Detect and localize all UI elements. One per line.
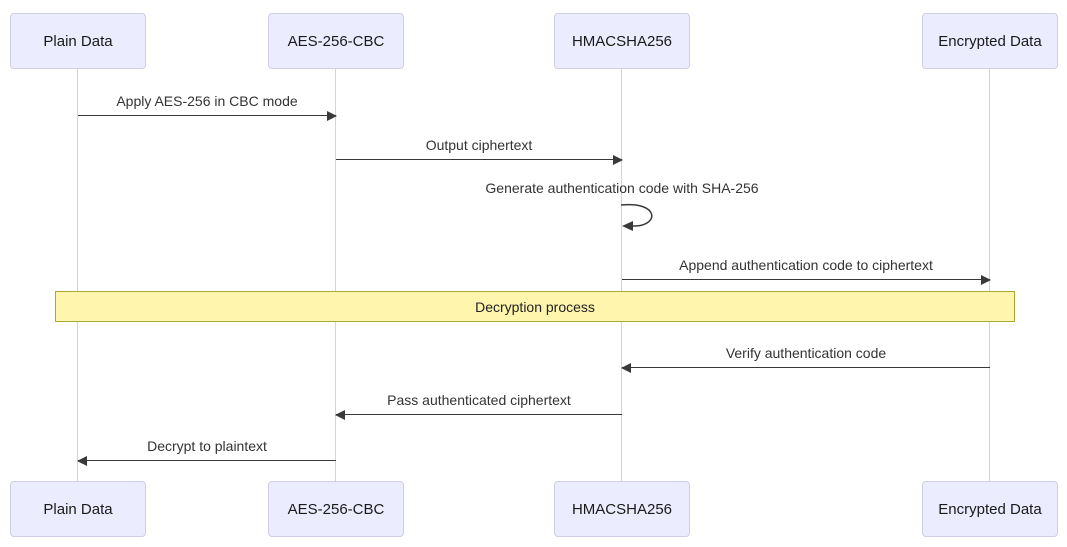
message-decrypt-plaintext-line (78, 460, 336, 461)
message-append-auth: Append authentication code to ciphertext (622, 250, 991, 285)
arrowhead-right-icon (981, 275, 991, 285)
message-append-auth-label: Append authentication code to ciphertext (679, 257, 933, 273)
message-generate-auth-label: Generate authentication code with SHA-25… (485, 180, 759, 196)
note-decryption-process: Decryption process (55, 291, 1015, 322)
arrowhead-left-icon (621, 363, 631, 373)
message-output-ciphertext-line (336, 159, 622, 160)
message-pass-ciphertext: Pass authenticated ciphertext (335, 385, 622, 420)
message-decrypt-plaintext-label: Decrypt to plaintext (147, 438, 267, 454)
message-pass-ciphertext-line (336, 414, 622, 415)
arrowhead-left-icon (335, 410, 345, 420)
message-apply-aes-label: Apply AES-256 in CBC mode (116, 93, 298, 109)
lifeline-aes-256-cbc (335, 69, 336, 481)
actor-box-hmacsha256-bottom: HMACSHA256 (554, 481, 690, 537)
arrowhead-right-icon (327, 111, 337, 121)
arrowhead-right-icon (613, 155, 623, 165)
actor-box-hmacsha256-top: HMACSHA256 (554, 13, 690, 69)
message-pass-ciphertext-label: Pass authenticated ciphertext (387, 392, 571, 408)
self-loop-arrow-icon (620, 203, 653, 231)
message-output-ciphertext: Output ciphertext (336, 130, 623, 165)
actor-box-encrypted-data-bottom: Encrypted Data (922, 481, 1058, 537)
message-append-auth-line (622, 279, 990, 280)
lifeline-plain-data (77, 69, 78, 481)
actor-box-aes-256-cbc-top: AES-256-CBC (268, 13, 404, 69)
actor-box-encrypted-data-top: Encrypted Data (922, 13, 1058, 69)
message-output-ciphertext-label: Output ciphertext (425, 137, 533, 153)
message-verify-auth-line (622, 367, 990, 368)
actor-box-plain-data-top: Plain Data (10, 13, 146, 69)
message-apply-aes: Apply AES-256 in CBC mode (78, 86, 337, 121)
actor-box-plain-data-bottom: Plain Data (10, 481, 146, 537)
arrowhead-left-icon (77, 456, 87, 466)
message-verify-auth-label: Verify authentication code (725, 345, 887, 361)
message-apply-aes-line (78, 115, 336, 116)
message-decrypt-plaintext: Decrypt to plaintext (77, 431, 336, 466)
actor-box-aes-256-cbc-bottom: AES-256-CBC (268, 481, 404, 537)
message-verify-auth: Verify authentication code (621, 338, 990, 373)
lifeline-hmacsha256 (621, 69, 622, 481)
